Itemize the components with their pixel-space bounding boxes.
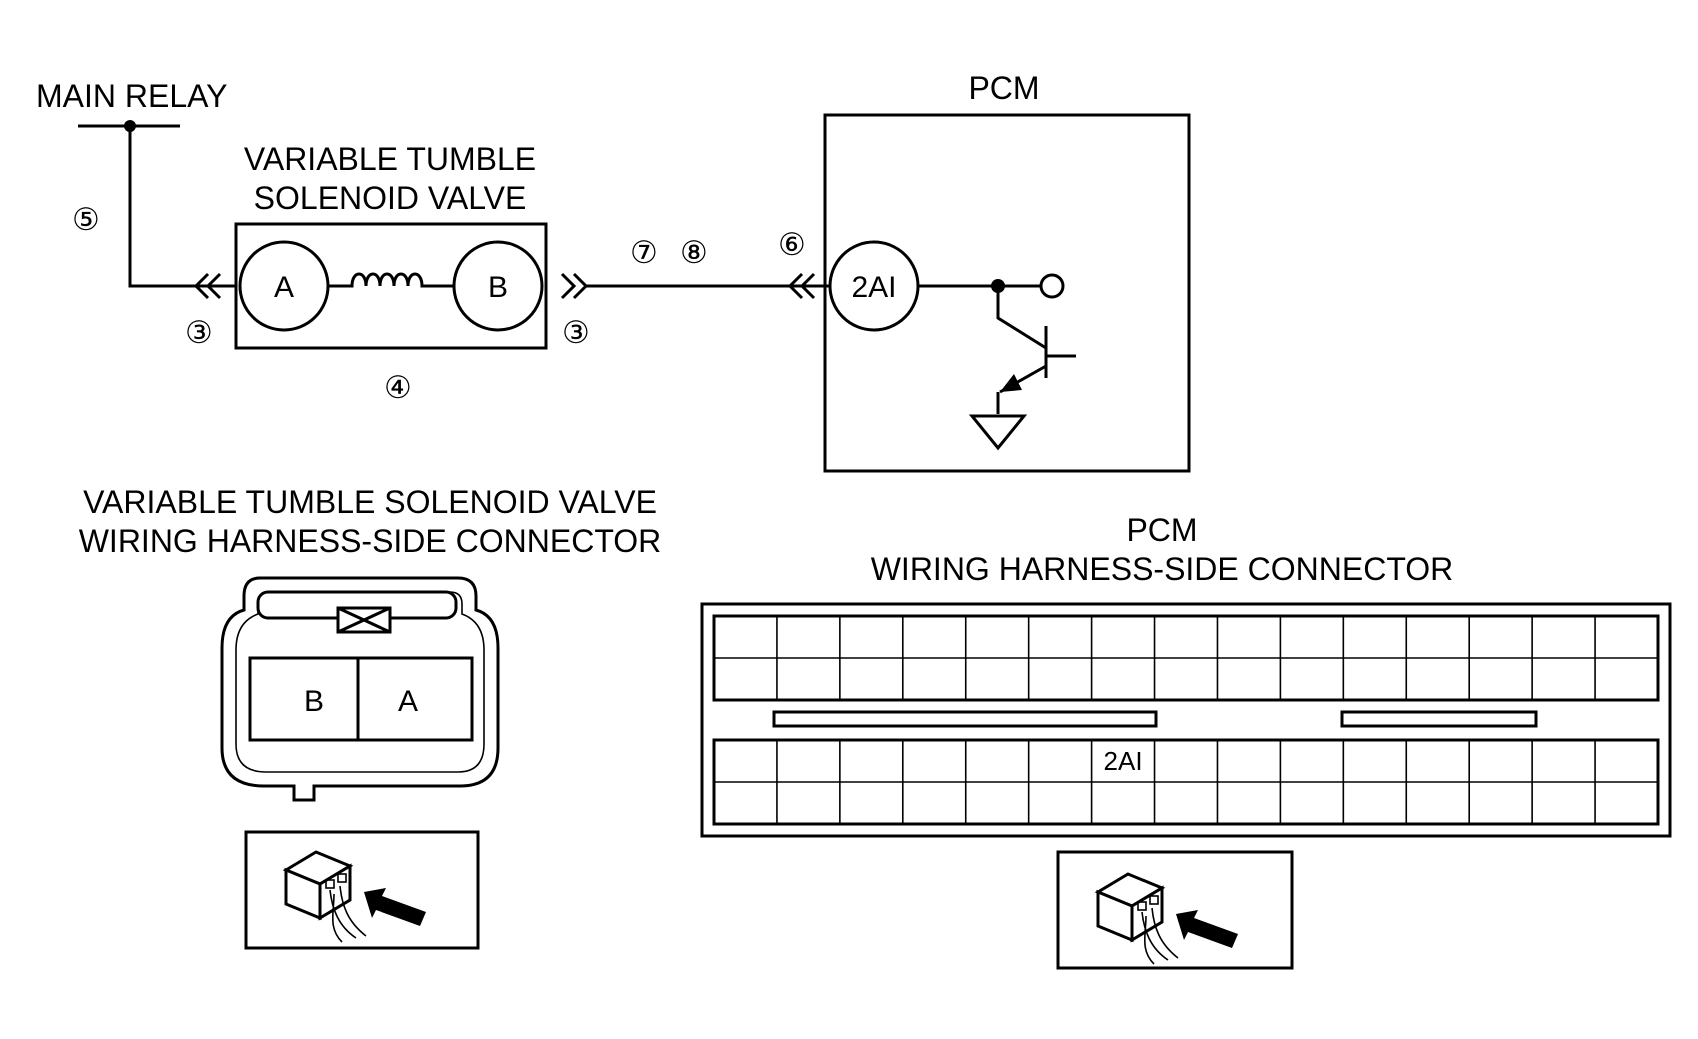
pcm: PCM 2AI — [823, 70, 1191, 473]
pcm-connector-title-line2: WIRING HARNESS-SIDE CONNECTOR — [871, 551, 1454, 587]
valve-view-direction-inset — [244, 830, 480, 950]
wire-relay-to-valve — [128, 126, 236, 288]
step-marker-3-right: ③ — [562, 315, 590, 350]
pcm-body — [823, 113, 1191, 473]
valve-title-line2: SOLENOID VALVE — [254, 180, 527, 216]
step-marker-3-left: ③ — [185, 315, 213, 350]
pcm-open-terminal — [1039, 273, 1065, 299]
pcm-connector-pin-2ai: 2AI — [1104, 746, 1143, 776]
pcm-view-direction-inset — [1056, 850, 1294, 970]
variable-tumble-solenoid-valve: VARIABLE TUMBLE SOLENOID VALVE A B — [234, 141, 548, 350]
step-marker-5: ⑤ — [72, 202, 100, 237]
transistor-icon — [996, 286, 1076, 414]
ground-icon — [968, 414, 1028, 451]
valve-connector-view: VARIABLE TUMBLE SOLENOID VALVE WIRING HA… — [79, 484, 662, 950]
main-relay-label: MAIN RELAY — [36, 78, 227, 114]
valve-terminal-b-label: B — [488, 271, 508, 304]
pcm-connector-chevron — [787, 272, 816, 300]
step-marker-7: ⑦ — [630, 235, 658, 270]
connector-pin-b: B — [304, 685, 324, 718]
step-marker-6: ⑥ — [778, 227, 806, 262]
valve-connector-right-chevron — [560, 272, 589, 300]
pcm-connector-view: PCM WIRING HARNESS-SIDE CONNECTOR 2AI — [700, 512, 1672, 970]
pcm-connector-title-line1: PCM — [1126, 512, 1197, 548]
harness-view-direction-icon — [1094, 872, 1238, 965]
pcm-connector-grid — [714, 616, 1658, 824]
valve-title-line1: VARIABLE TUMBLE — [244, 141, 536, 177]
valve-connector-left-chevron — [193, 272, 222, 300]
harness-view-direction-icon — [282, 850, 426, 943]
latch-lock-icon — [336, 606, 392, 634]
pcm-title: PCM — [968, 70, 1039, 106]
pcm-connector-key-right — [1340, 710, 1538, 728]
connector-housing — [220, 576, 500, 802]
pcm-terminal-2ai-label: 2AI — [851, 271, 896, 304]
main-relay: MAIN RELAY — [36, 78, 236, 288]
connector-housing-inner — [235, 591, 485, 773]
valve-terminal-a-label: A — [274, 271, 294, 304]
solenoid-coil — [328, 272, 454, 288]
step-marker-4: ④ — [384, 370, 412, 405]
connector-pin-a: A — [398, 685, 418, 718]
connector-cavity-frame — [248, 656, 474, 742]
valve-connector-title-line2: WIRING HARNESS-SIDE CONNECTOR — [79, 523, 662, 559]
valve-connector-title-line1: VARIABLE TUMBLE SOLENOID VALVE — [83, 484, 657, 520]
pcm-connector-key-left — [772, 710, 1158, 728]
pcm-connector-housing — [700, 602, 1672, 838]
valve-body — [234, 222, 548, 350]
step-marker-8: ⑧ — [680, 235, 708, 270]
